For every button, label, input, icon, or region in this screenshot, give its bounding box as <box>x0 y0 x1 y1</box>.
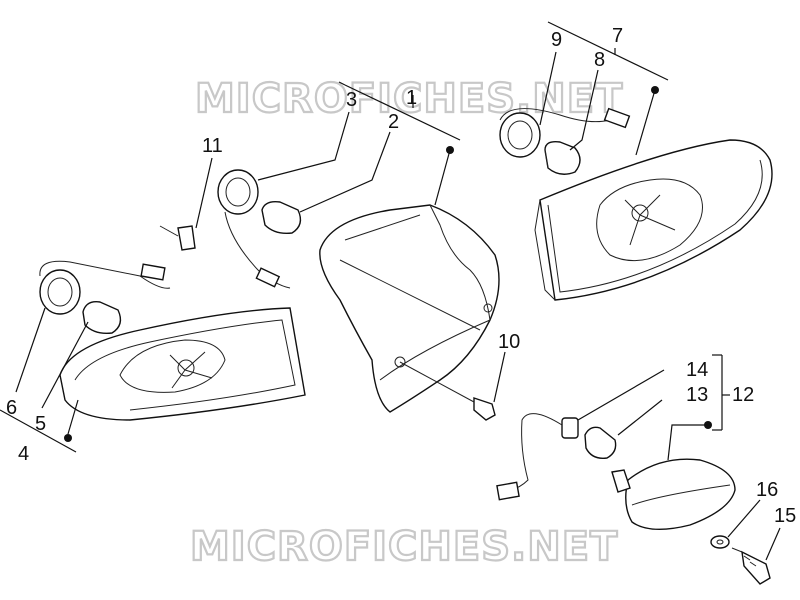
callout-14: 14 <box>686 359 708 381</box>
washer-16 <box>710 535 730 549</box>
callout-4: 4 <box>18 443 29 465</box>
watermark-bottom: MICROFICHES.NET <box>190 524 618 570</box>
callout-15: 15 <box>774 505 796 527</box>
callout-9: 9 <box>551 29 562 51</box>
leader-lines <box>0 21 781 561</box>
center-bulb <box>261 200 302 235</box>
clip-11 <box>159 225 196 251</box>
license-plate-housing <box>319 204 500 413</box>
screw-10 <box>399 361 496 421</box>
callout-1: 1 <box>406 87 417 109</box>
callout-16: 16 <box>756 479 778 501</box>
left-tail-lamp <box>59 307 306 421</box>
callout-labels: 1 2 3 4 5 6 7 8 9 10 11 12 13 14 15 16 <box>6 25 796 527</box>
license-lamp-lens <box>625 458 736 530</box>
center-bulb-holder <box>217 169 291 289</box>
callout-2: 2 <box>388 111 399 133</box>
callout-12: 12 <box>732 384 754 406</box>
callout-10: 10 <box>498 331 520 353</box>
callout-8: 8 <box>594 49 605 71</box>
license-lamp-socket <box>496 413 631 501</box>
screw-15 <box>731 547 771 585</box>
callout-6: 6 <box>6 397 17 419</box>
right-lamp-bulb <box>544 140 581 175</box>
license-lamp-bulb <box>584 426 617 459</box>
callout-13: 13 <box>686 384 708 406</box>
callout-3: 3 <box>346 89 357 111</box>
left-bulb-holder <box>39 260 171 315</box>
callout-11: 11 <box>202 135 223 157</box>
right-lamp-bulb-holder <box>499 107 631 158</box>
callout-5: 5 <box>35 413 46 435</box>
watermark-top: MICROFICHES.NET <box>195 76 623 122</box>
left-bulb <box>82 301 122 335</box>
callout-7: 7 <box>612 25 623 47</box>
right-tail-lamp <box>534 139 773 301</box>
